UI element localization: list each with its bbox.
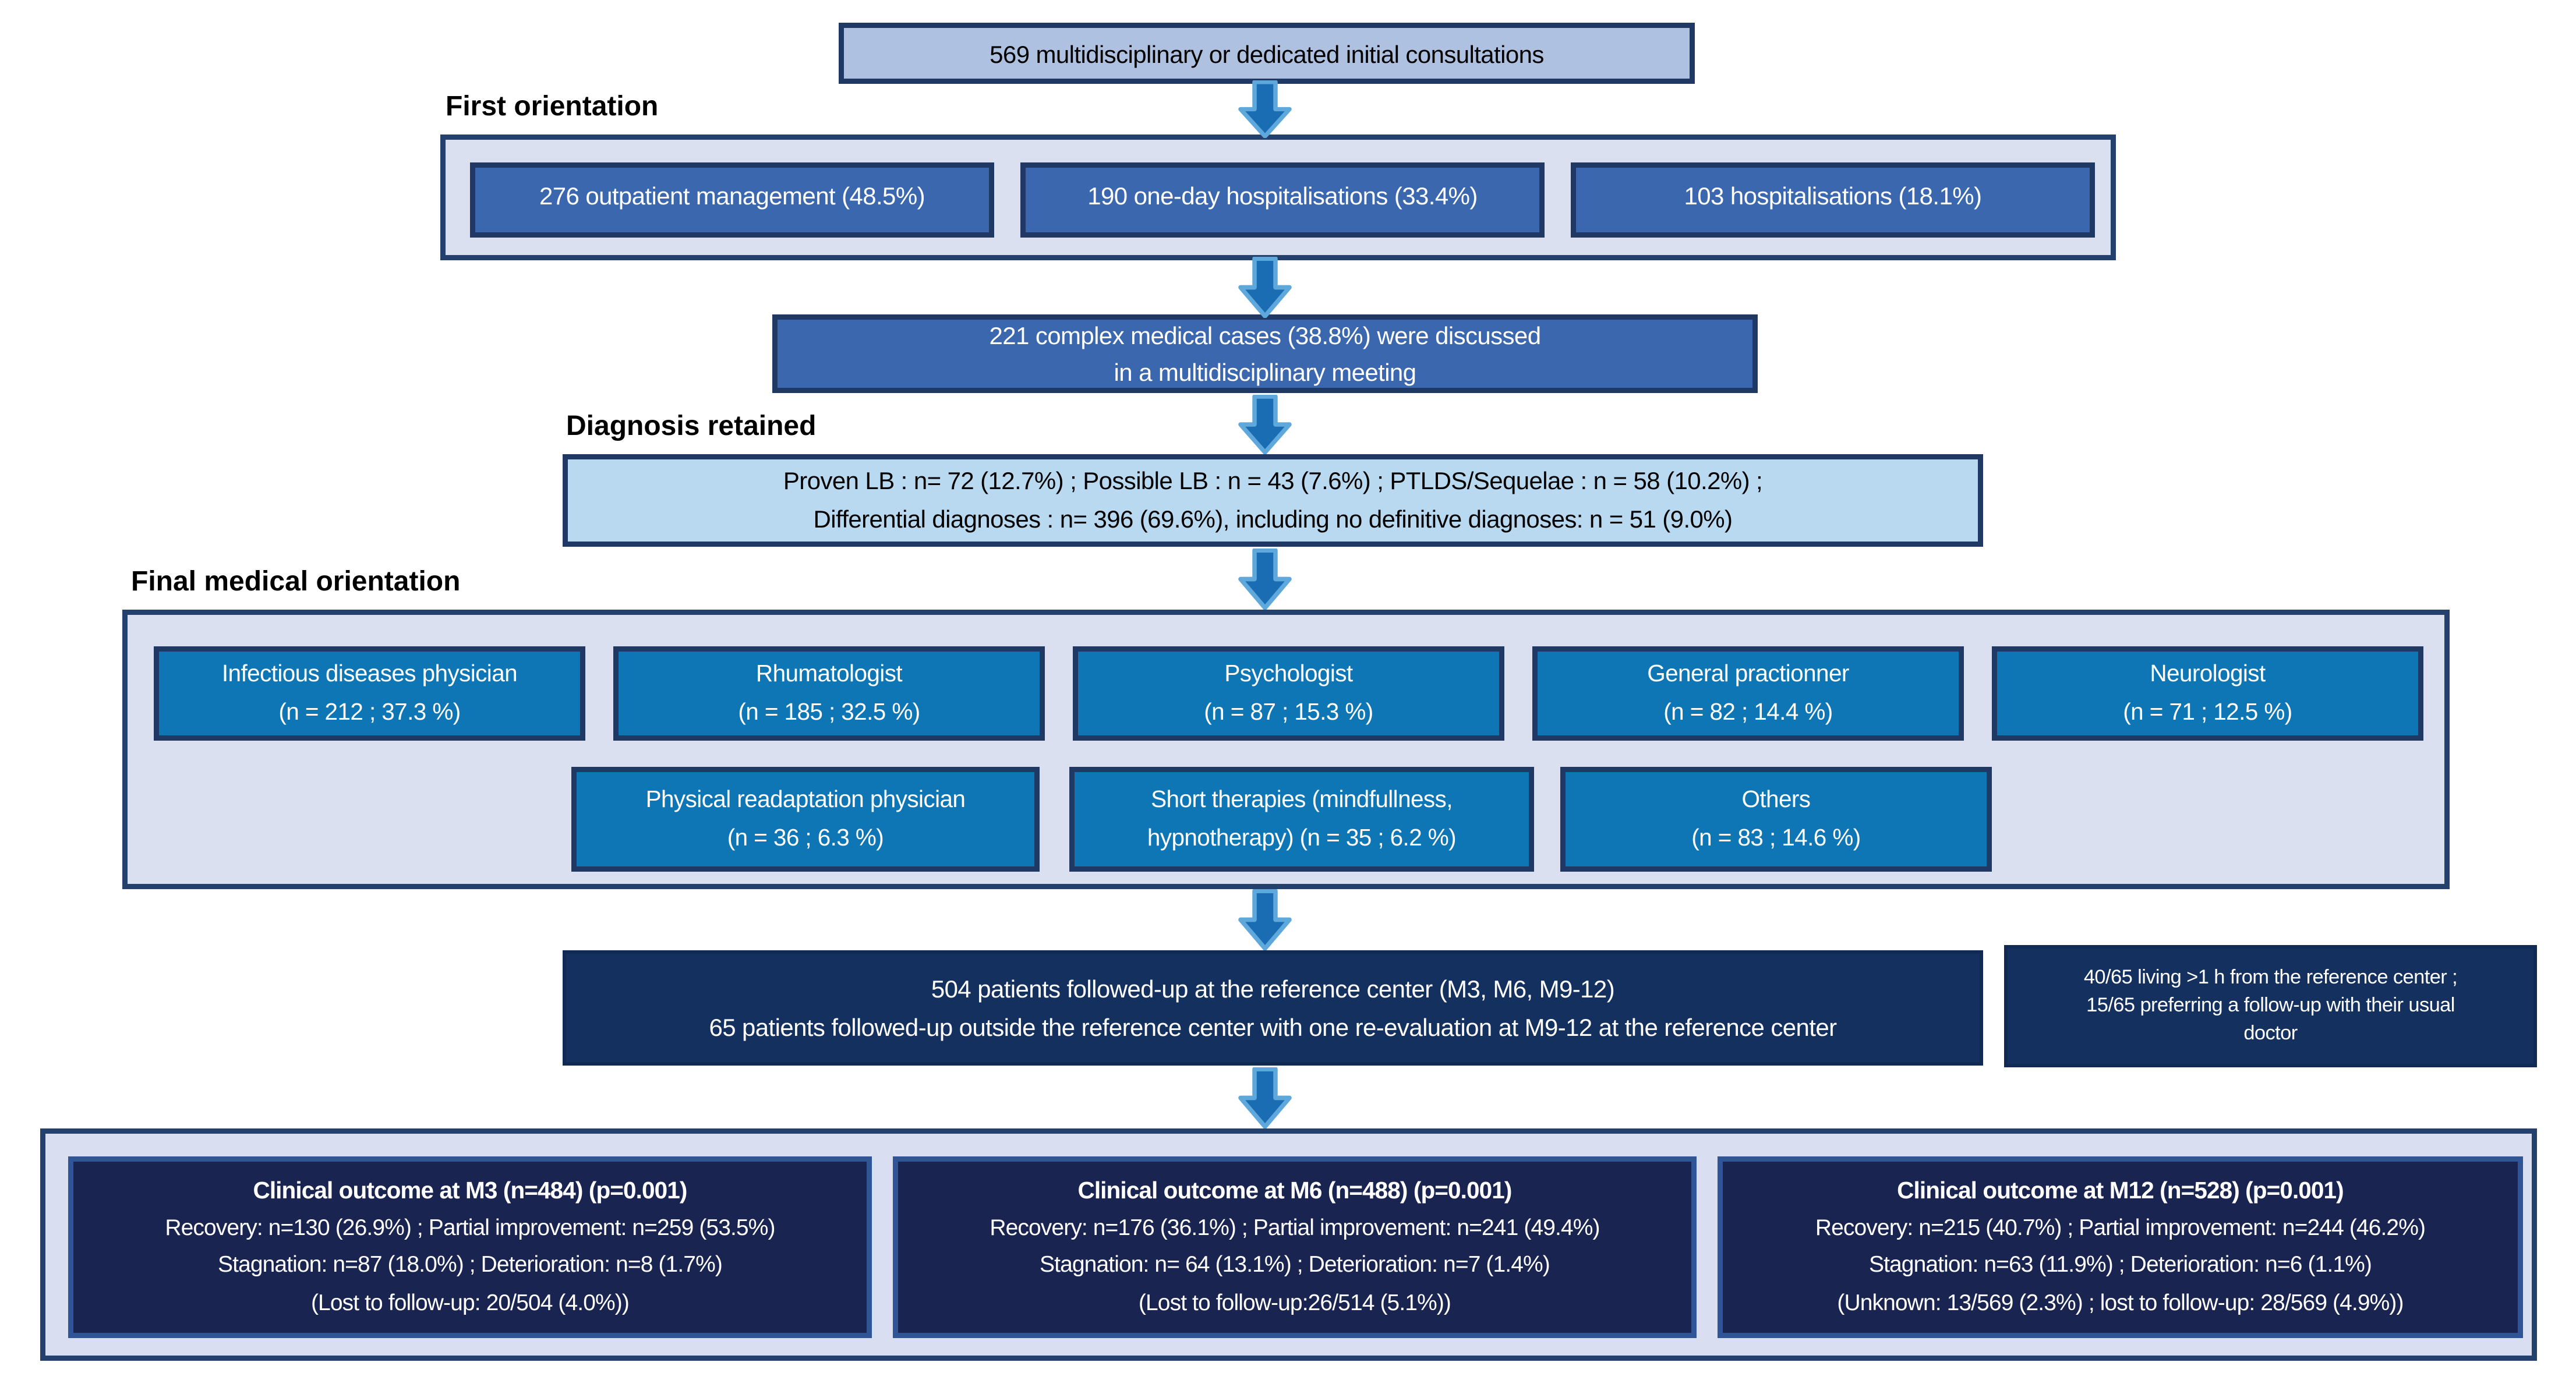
specialty-stat: (n = 82 ; 14.4 %) <box>1663 699 1833 725</box>
outpatient-management-box: 276 outpatient management (48.5%) <box>470 162 994 238</box>
physical-readaptation-box: Physical readaptation physician (n = 36 … <box>571 767 1040 872</box>
specialty-name: Short therapies (mindfullness, <box>1151 787 1453 813</box>
outcome-m3-title: Clinical outcome at M3 (n=484) (p=0.001) <box>253 1177 687 1204</box>
outcome-m12-title: Clinical outcome at M12 (n=528) (p=0.001… <box>1897 1177 2344 1204</box>
followup-side-box: 40/65 living >1 h from the reference cen… <box>2004 945 2537 1067</box>
diagnosis-retained-box: Proven LB : n= 72 (12.7%) ; Possible LB … <box>563 454 1983 547</box>
specialty-stat: (n = 71 ; 12.5 %) <box>2123 699 2292 725</box>
one-day-hospitalisations-box: 190 one-day hospitalisations (33.4%) <box>1020 162 1545 238</box>
general-practionner-box: General practionner (n = 82 ; 14.4 %) <box>1532 646 1964 741</box>
outcome-m6-line2: Stagnation: n= 64 (13.1%) ; Deterioratio… <box>1040 1251 1550 1278</box>
diagnosis-line2: Differential diagnoses : n= 396 (69.6%),… <box>813 504 1733 532</box>
outcome-m6-line1: Recovery: n=176 (36.1%) ; Partial improv… <box>990 1214 1600 1241</box>
outcome-m12-box: Clinical outcome at M12 (n=528) (p=0.001… <box>1718 1156 2523 1338</box>
specialty-stat: hypnotherapy) (n = 35 ; 6.2 %) <box>1147 825 1457 851</box>
down-arrow-icon <box>1238 549 1292 610</box>
specialty-name: General practionner <box>1647 661 1849 688</box>
outcome-m3-line3: (Lost to follow-up: 20/504 (4.0%)) <box>310 1289 630 1315</box>
hospitalisations-box: 103 hospitalisations (18.1%) <box>1571 162 2095 238</box>
outcome-m3-line2: Stagnation: n=87 (18.0%) ; Deterioration… <box>218 1251 723 1278</box>
mdm-line1: 221 complex medical cases (38.8%) were d… <box>989 320 1541 349</box>
outcome-m12-line2: Stagnation: n=63 (11.9%) ; Deterioration… <box>1868 1251 2372 1278</box>
outcome-m3-box: Clinical outcome at M3 (n=484) (p=0.001)… <box>68 1156 872 1338</box>
psychologist-box: Psychologist (n = 87 ; 15.3 %) <box>1073 646 1504 741</box>
specialty-stat: (n = 87 ; 15.3 %) <box>1204 699 1373 725</box>
specialty-name: Rhumatologist <box>755 661 903 688</box>
final-orientation-container: Infectious diseases physician (n = 212 ;… <box>122 610 2450 889</box>
outcomes-container: Clinical outcome at M3 (n=484) (p=0.001)… <box>40 1128 2537 1361</box>
diagnosis-retained-label: Diagnosis retained <box>566 412 817 442</box>
outpatient-management-text: 276 outpatient management (48.5%) <box>539 182 925 210</box>
initial-consultations-text: 569 multidisciplinary or dedicated initi… <box>990 39 1544 68</box>
first-orientation-container: 276 outpatient management (48.5%) 190 on… <box>440 135 2116 260</box>
first-orientation-label: First orientation <box>446 93 659 122</box>
down-arrow-icon <box>1238 889 1292 950</box>
one-day-hospitalisations-text: 190 one-day hospitalisations (33.4%) <box>1087 182 1478 210</box>
initial-consultations-box: 569 multidisciplinary or dedicated initi… <box>839 23 1695 84</box>
outcome-m6-box: Clinical outcome at M6 (n=488) (p=0.001)… <box>893 1156 1697 1338</box>
followup-line1: 504 patients followed-up at the referenc… <box>931 975 1615 1003</box>
side-line3: doctor <box>2243 1024 2298 1045</box>
specialty-name: Others <box>1741 787 1811 813</box>
side-line1: 40/65 living >1 h from the reference cen… <box>2083 968 2458 989</box>
multidisciplinary-meeting-box: 221 complex medical cases (38.8%) were d… <box>772 314 1758 393</box>
specialty-name: Neurologist <box>2150 661 2266 688</box>
hospitalisations-text: 103 hospitalisations (18.1%) <box>1684 182 1982 210</box>
specialty-name: Psychologist <box>1224 661 1353 688</box>
outcome-m3-line1: Recovery: n=130 (26.9%) ; Partial improv… <box>165 1214 775 1241</box>
outcome-m12-line1: Recovery: n=215 (40.7%) ; Partial improv… <box>1815 1214 2426 1241</box>
down-arrow-icon <box>1238 395 1292 454</box>
others-box: Others (n = 83 ; 14.6 %) <box>1560 767 1992 872</box>
rhumatologist-box: Rhumatologist (n = 185 ; 32.5 %) <box>613 646 1045 741</box>
final-medical-orientation-label: Final medical orientation <box>131 568 461 597</box>
followup-line2: 65 patients followed-up outside the refe… <box>709 1014 1837 1042</box>
diagnosis-line1: Proven LB : n= 72 (12.7%) ; Possible LB … <box>783 466 1763 494</box>
outcome-m12-line3: (Unknown: 13/569 (2.3%) ; lost to follow… <box>1837 1289 2404 1315</box>
side-line2: 15/65 preferring a follow-up with their … <box>2086 996 2455 1017</box>
specialty-stat: (n = 212 ; 37.3 %) <box>278 699 461 725</box>
followup-box: 504 patients followed-up at the referenc… <box>563 950 1983 1066</box>
specialty-stat: (n = 36 ; 6.3 %) <box>727 825 884 851</box>
down-arrow-icon <box>1238 257 1292 318</box>
specialty-stat: (n = 185 ; 32.5 %) <box>738 699 920 725</box>
neurologist-box: Neurologist (n = 71 ; 12.5 %) <box>1992 646 2423 741</box>
down-arrow-icon <box>1238 80 1292 138</box>
outcome-m6-title: Clinical outcome at M6 (n=488) (p=0.001) <box>1077 1177 1512 1204</box>
specialty-stat: (n = 83 ; 14.6 %) <box>1691 825 1861 851</box>
short-therapies-box: Short therapies (mindfullness, hypnother… <box>1069 767 1534 872</box>
infectious-diseases-box: Infectious diseases physician (n = 212 ;… <box>154 646 585 741</box>
specialty-name: Infectious diseases physician <box>221 661 518 688</box>
outcome-m6-line3: (Lost to follow-up:26/514 (5.1%)) <box>1138 1289 1451 1315</box>
specialty-name: Physical readaptation physician <box>645 787 966 813</box>
down-arrow-icon <box>1238 1067 1292 1128</box>
mdm-line2: in a multidisciplinary meeting <box>1114 357 1417 385</box>
